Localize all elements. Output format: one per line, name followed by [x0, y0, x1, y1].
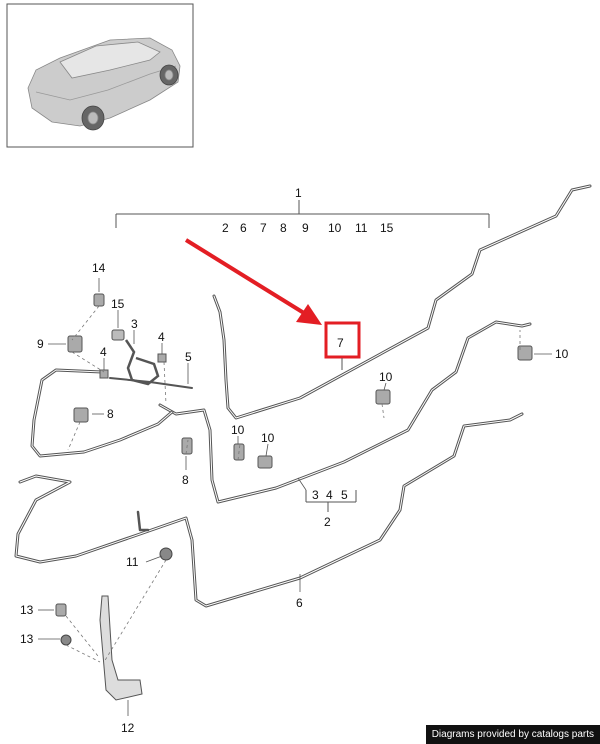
- callout-10a: 10: [379, 370, 393, 384]
- callout-9: 9: [37, 337, 44, 351]
- group1-item: 11: [355, 221, 368, 235]
- callout-14: 14: [92, 261, 106, 275]
- bolt-14-icon: [93, 293, 105, 307]
- dashed-leaders: [65, 305, 521, 663]
- callout-10b: 10: [231, 423, 245, 437]
- callout-10c: 10: [261, 431, 275, 445]
- brake-line-6-inner: [15, 413, 523, 607]
- callout-2: 2: [324, 515, 331, 529]
- clip-9-icon: [67, 335, 83, 353]
- callout-5: 5: [185, 350, 192, 364]
- connector-4a-icon: [99, 369, 109, 379]
- clip-10a-icon: [375, 389, 391, 405]
- clip-11-icon: [159, 547, 173, 561]
- callout-15: 15: [111, 297, 125, 311]
- callout-8a: 8: [107, 407, 114, 421]
- callout-12: 12: [121, 721, 135, 735]
- callout-2-group-numbers: 3 4 5: [312, 488, 348, 502]
- brake-line-8-inner: [31, 369, 173, 457]
- callout-7-highlighted: 7: [337, 336, 344, 350]
- group2-item: 5: [341, 488, 348, 502]
- callout-leaders: [38, 278, 552, 716]
- callout-2-bracket: [305, 490, 357, 512]
- brake-line-7-inner: [213, 185, 591, 419]
- group1-item: 7: [260, 221, 267, 235]
- pipe-stub: [136, 510, 150, 532]
- bolt-13a-icon: [55, 603, 67, 617]
- clip-10d-icon: [517, 345, 533, 361]
- callout-11: 11: [126, 555, 139, 569]
- connector-4b-icon: [157, 353, 167, 363]
- brake-line-7: [212, 184, 592, 420]
- bolt-13b-icon: [60, 634, 72, 646]
- vehicle-thumbnail-car-icon: [27, 37, 181, 131]
- group2-item: 3: [312, 488, 319, 502]
- group2-item: 4: [326, 488, 333, 502]
- callout-6: 6: [296, 596, 303, 610]
- callout-8b: 8: [182, 473, 189, 487]
- group1-item: 8: [280, 221, 287, 235]
- callout-10d: 10: [555, 347, 569, 361]
- highlight-arrow-icon: [184, 238, 322, 325]
- callout-3: 3: [131, 317, 138, 331]
- group1-item: 9: [302, 221, 309, 235]
- callout-4a: 4: [158, 330, 165, 344]
- callout-1: 1: [295, 186, 302, 200]
- fitting-15-icon: [111, 329, 125, 341]
- callout-13b: 13: [20, 632, 34, 646]
- callout-1-bracket: [115, 200, 490, 228]
- brake-lines: [14, 184, 592, 608]
- highlight-box: [324, 321, 361, 359]
- bracket-12-icon: [99, 595, 143, 701]
- clip-8-icon: [73, 407, 89, 423]
- group1-item: 15: [380, 221, 394, 235]
- group1-item: 10: [328, 221, 342, 235]
- brake-line-2-inner: [159, 321, 531, 503]
- group1-item: 6: [240, 221, 247, 235]
- brake-hose-3: [124, 339, 160, 386]
- clip-10c-icon: [257, 455, 273, 469]
- group1-item: 2: [222, 221, 229, 235]
- callout-4b: 4: [100, 345, 107, 359]
- callout-13a: 13: [20, 603, 34, 617]
- brake-line-2: [158, 320, 532, 504]
- diagram-credit: Diagrams provided by catalogs parts: [425, 725, 600, 744]
- callout-1-group-numbers: 2 6 7 8 9 10 11 15: [222, 221, 394, 235]
